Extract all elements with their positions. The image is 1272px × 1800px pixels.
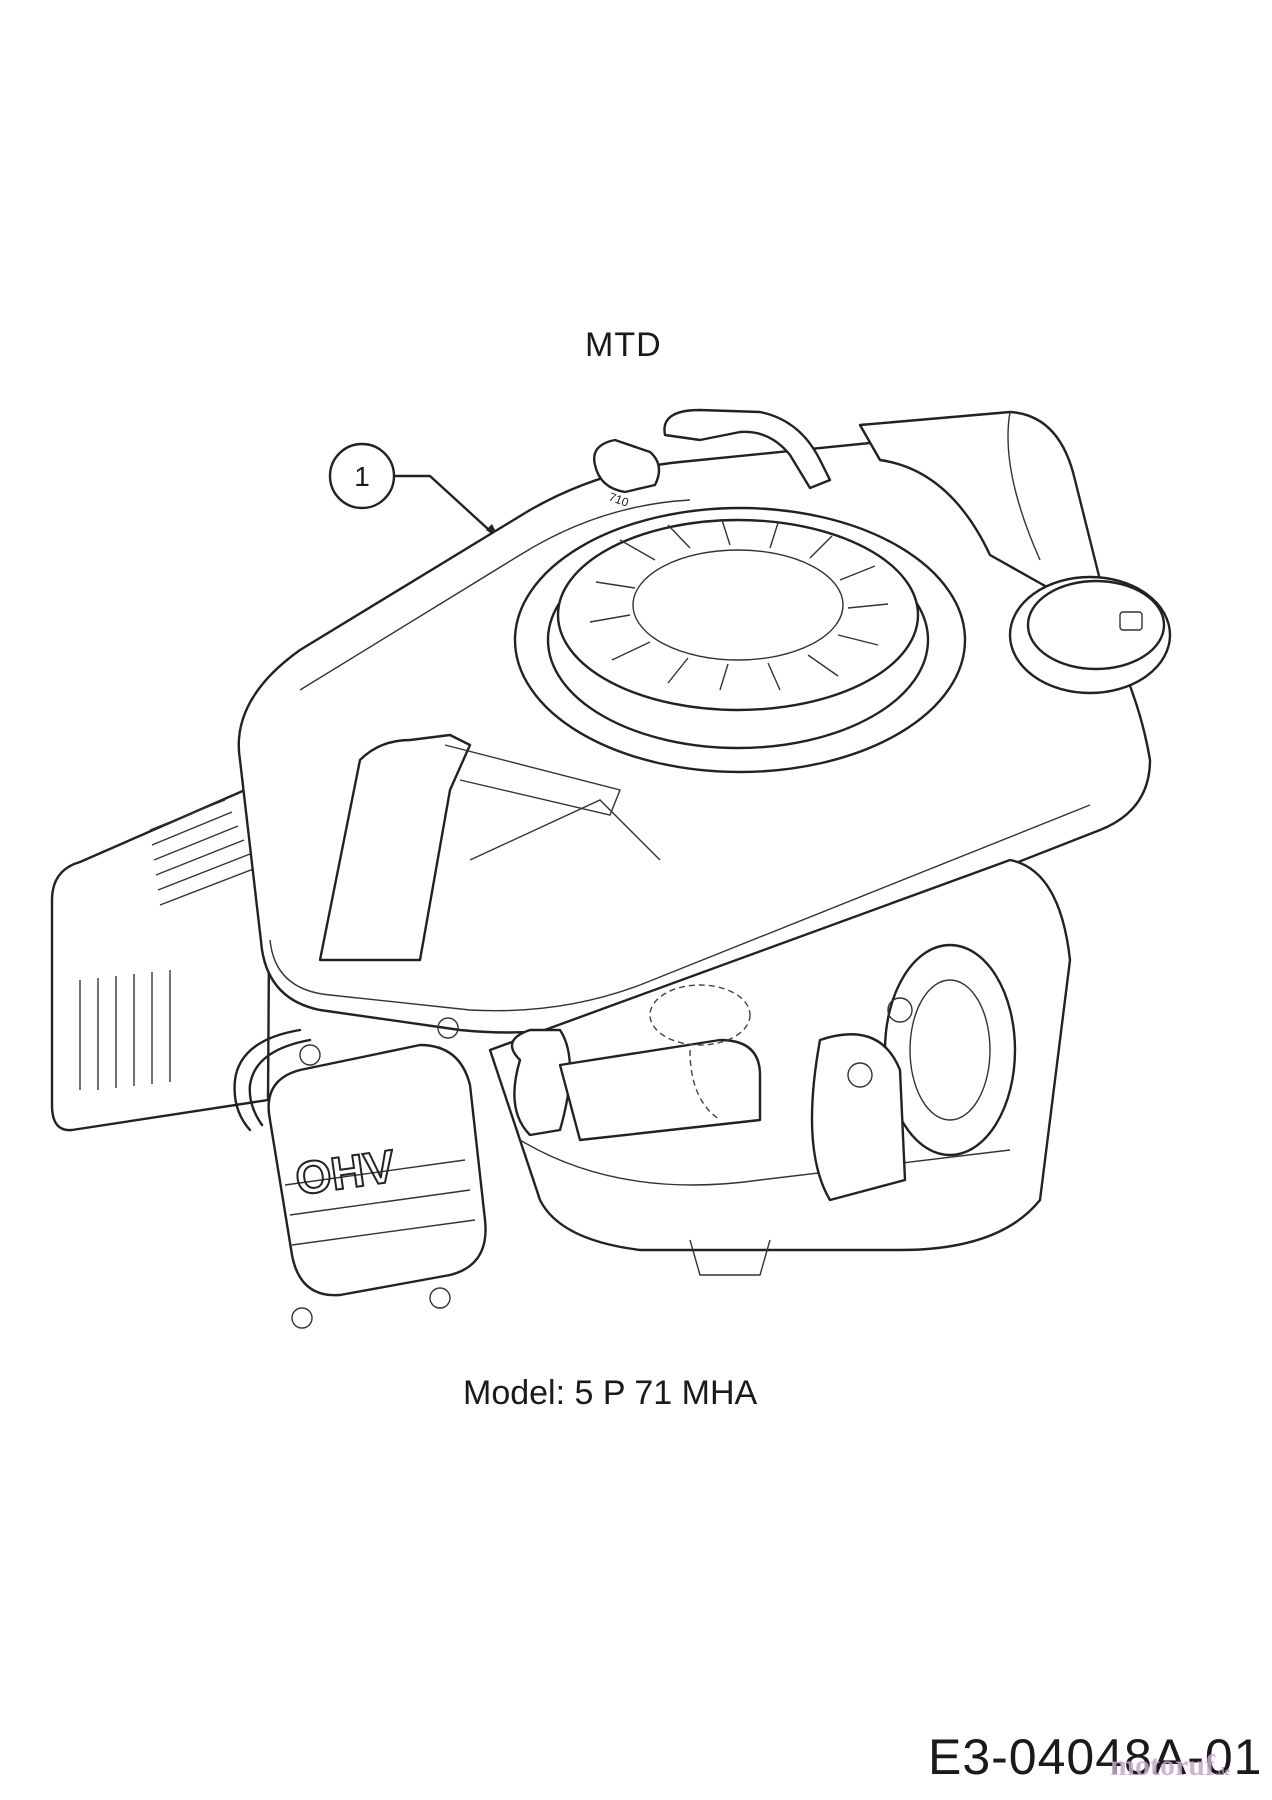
fuel-cap [1008, 575, 1172, 695]
watermark-logo: motoruf.de [1110, 1749, 1230, 1782]
oil-filler-cap: 710 [593, 438, 661, 510]
callout-1-number: 1 [354, 461, 370, 492]
model-label: Model: 5 P 71 MHA [463, 1374, 758, 1412]
recoil-starter [513, 506, 967, 774]
brand-label: MTD [585, 326, 662, 364]
crankcase [488, 858, 1072, 1276]
oil-cap-text: 710 [607, 490, 631, 510]
muffler [50, 759, 302, 1132]
spark-plug-lead [233, 1028, 312, 1132]
cover-panel [318, 733, 621, 962]
callout-1[interactable]: 1 [328, 442, 502, 542]
drawing-id: E3-04048A-01 [928, 1729, 1263, 1785]
fuel-tank [858, 410, 1102, 602]
starter-handle [663, 408, 832, 490]
valve-cover: OHV [267, 1017, 487, 1329]
